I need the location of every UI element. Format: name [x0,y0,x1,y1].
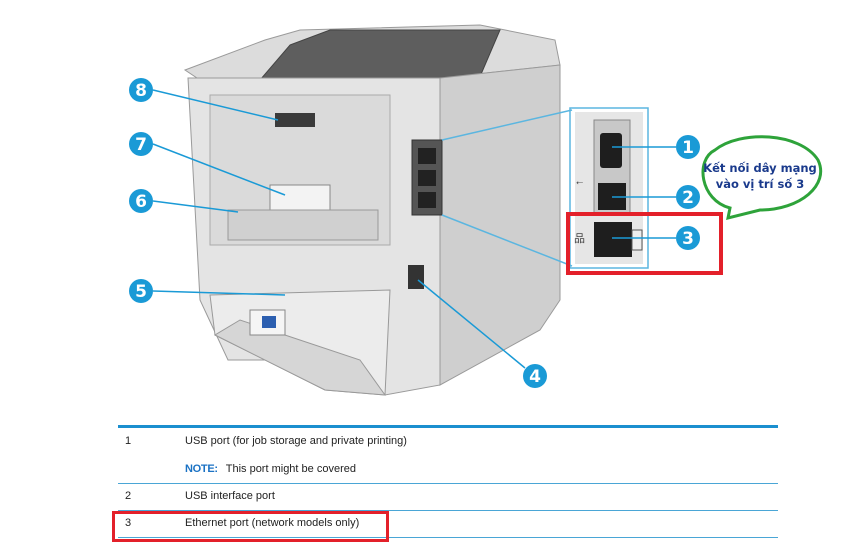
paper-guide-lever [262,316,276,328]
row-1-text: USB port (for job storage and private pr… [185,435,407,447]
row-divider [118,483,778,484]
rear-handle [275,113,315,127]
svg-text:6: 6 [135,192,147,212]
svg-text:2: 2 [682,188,694,208]
svg-text:vào vị trí số 3: vào vị trí số 3 [716,177,804,191]
row-2-number: 2 [125,490,132,502]
callout-4: 4 [523,364,547,388]
svg-text:8: 8 [135,81,147,101]
row-divider [118,510,778,511]
row-2-text: USB interface port [185,490,275,502]
row-1-number: 1 [125,435,132,447]
tray-bottom [213,319,387,396]
svg-text:1: 1 [682,138,694,158]
duplex-slot [227,209,379,241]
ethernet-port-small [418,192,436,208]
usb-b-port-small [418,170,436,186]
svg-text:3: 3 [682,229,694,249]
usb-port-small [418,148,436,164]
callout-8: 8 [129,78,153,102]
svg-text:5: 5 [135,282,147,302]
callout-2: 2 [676,185,700,209]
note-text: This port might be covered [225,463,356,475]
svg-text:4: 4 [529,367,541,387]
row-divider [118,537,778,538]
callout-5: 5 [129,279,153,303]
callout-7: 7 [129,132,153,156]
callout-1: 1 [676,135,700,159]
network-symbol-icon: 品 [574,232,585,245]
power-socket [408,265,424,289]
note-label: NOTE: [185,463,218,475]
row-3-text: Ethernet port (network models only) [185,517,360,529]
usb-symbol-icon: ⭠ [576,177,583,187]
svg-text:Kết nối dây mạng: Kết nối dây mạng [703,161,817,175]
row-3-number: 3 [125,517,132,529]
printer-rear-diagram: ⭠ 品 1 2 3 4 5 6 7 8 Kết nối dây mạng vào… [129,24,823,396]
usb-a-port [600,133,622,168]
row-3-highlight-box [112,511,389,542]
svg-text:7: 7 [135,135,147,155]
speech-bubble: Kết nối dây mạng vào vị trí số 3 [701,135,823,221]
printer-side [439,64,561,386]
row-1-note: NOTE: This port might be covered [185,463,356,475]
callout-6: 6 [129,189,153,213]
ethernet-port [594,222,632,257]
callout-3: 3 [676,226,700,250]
table-top-rule [118,425,778,428]
ethernet-highlight-box [566,212,723,275]
